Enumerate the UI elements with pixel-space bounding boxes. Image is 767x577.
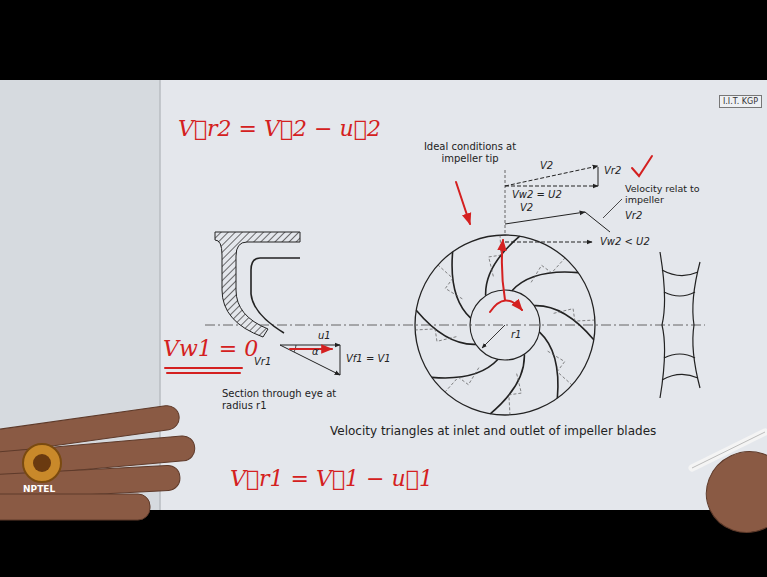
- blade-passage-line: [489, 235, 501, 276]
- lecturer-hands: [0, 404, 767, 546]
- handwritten-equation: Vw1 = 0: [163, 336, 258, 361]
- inlet-triangle: [280, 345, 340, 375]
- blade-passage-line: [509, 374, 521, 415]
- eye-section: [215, 232, 300, 337]
- radius-label: r1: [511, 329, 521, 341]
- velocity-label: Vf1 = V1: [346, 353, 391, 365]
- nptel-logo: [23, 444, 61, 482]
- outlet-triangle-real: [505, 199, 622, 242]
- blade-passage-line: [445, 368, 479, 392]
- note-text: Velocity relat to impeller: [625, 184, 723, 206]
- angle-label: α: [312, 346, 319, 358]
- velocity-label: Vw2 < U2: [600, 236, 650, 248]
- tip-centre-line: [505, 170, 506, 236]
- impeller-side-view: [660, 252, 700, 398]
- blade-passage-line: [554, 309, 595, 321]
- impeller-blade: [432, 359, 498, 378]
- impeller-outer-circle: [415, 235, 595, 415]
- velocity-label: Vw2 = U2: [512, 189, 562, 201]
- impeller-front-view: [415, 235, 595, 415]
- pen: [692, 432, 765, 468]
- handwritten-equation: V⃗r1 = V⃗1 − u⃗1: [230, 466, 433, 491]
- figure-caption: Velocity triangles at inlet and outlet o…: [330, 425, 656, 439]
- velocity-label: V2: [520, 202, 533, 214]
- handwritten-equation: V⃗r2 = V⃗2 − u⃗2: [178, 116, 381, 141]
- velocity-label: Vr2: [604, 165, 621, 177]
- note-text: Ideal conditions at impeller tip: [405, 141, 535, 164]
- blade-passage-line: [548, 351, 572, 385]
- velocity-label: Vr2: [625, 210, 642, 222]
- blade-passage-line: [438, 265, 462, 299]
- blade-passage-line: [531, 258, 565, 282]
- velocity-label: V2: [540, 160, 553, 172]
- section-note: Section through eye at radius r1: [222, 388, 347, 411]
- velocity-label: u1: [318, 330, 331, 342]
- impeller-blade: [452, 252, 471, 318]
- impeller-blade: [512, 272, 578, 291]
- pen-edge: [692, 432, 765, 468]
- impeller-blade: [539, 332, 558, 398]
- eye-radius: [482, 325, 505, 348]
- blade-passage-line: [415, 329, 456, 341]
- header-text: I.I.T. KGP: [723, 97, 758, 106]
- header-box: I.I.T. KGP: [719, 95, 762, 108]
- logo-text: NPTEL: [23, 484, 55, 494]
- axis-line: [205, 325, 705, 326]
